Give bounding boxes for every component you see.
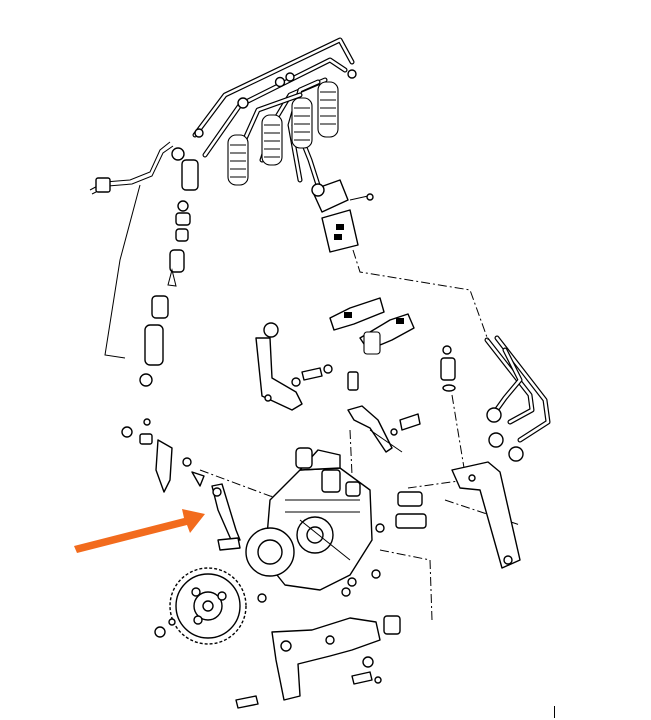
edge-mark	[554, 706, 555, 718]
injection-pump	[245, 447, 381, 603]
injector-3	[291, 97, 313, 149]
injector-parts-stack	[104, 184, 191, 387]
pointer-arrow	[74, 509, 205, 553]
sender-unit	[440, 345, 456, 392]
solenoid-valve-pair	[329, 297, 415, 355]
throttle-bracket	[255, 322, 359, 411]
leak-off-line	[89, 141, 199, 195]
hp-pipe-group	[484, 335, 551, 462]
injector-group	[227, 81, 339, 186]
toothed-pulley	[154, 567, 247, 645]
pump-bracket-arm	[211, 483, 241, 551]
cable-lever	[347, 405, 421, 453]
injector-2	[261, 114, 283, 166]
pump-small-parts	[121, 418, 205, 493]
side-bracket	[451, 461, 521, 569]
injector-1	[227, 134, 249, 186]
pipe-connector-block	[311, 179, 374, 253]
pump-fittings	[375, 491, 427, 533]
injector-4	[317, 81, 339, 138]
support-bracket	[235, 615, 401, 709]
